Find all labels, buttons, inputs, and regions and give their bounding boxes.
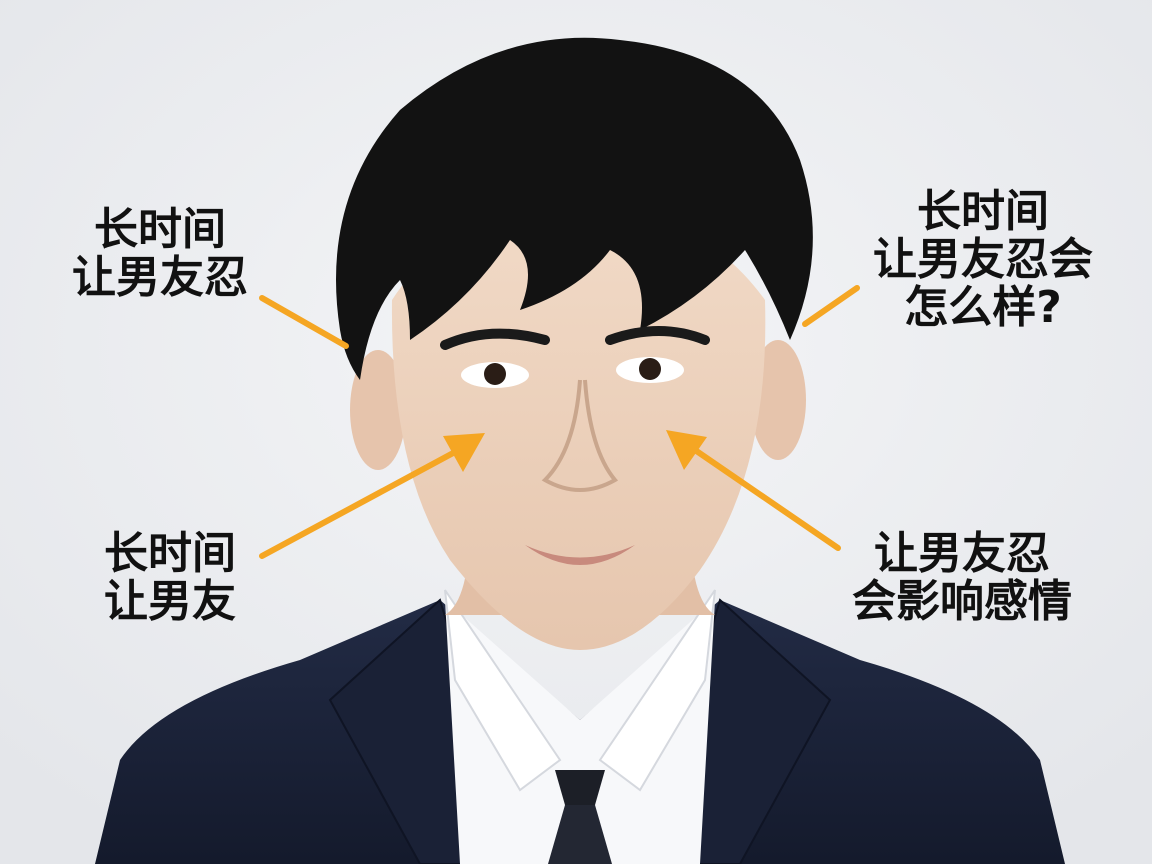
caption-top-left: 长时间 让男友忍	[55, 206, 265, 302]
caption-line: 让男友忍	[874, 528, 1050, 579]
hair	[336, 37, 813, 380]
right-eyebrow	[605, 326, 710, 345]
caption-line: 让男友忍	[72, 252, 248, 303]
face	[391, 205, 766, 650]
caption-line: 让男友忍会	[873, 234, 1093, 285]
left-ear	[350, 350, 406, 470]
caption-bottom-right: 让男友忍 会影响感情	[832, 530, 1092, 626]
collar-right	[598, 589, 716, 792]
tie-knot	[555, 770, 605, 805]
tie	[548, 805, 612, 864]
collar-left	[444, 589, 562, 792]
caption-top-right: 长时间 让男友忍会 怎么样?	[858, 188, 1108, 332]
caption-bottom-left: 长时间 让男友	[75, 530, 265, 626]
caption-line: 怎么样?	[904, 282, 1062, 333]
nose	[541, 379, 619, 492]
caption-line: 会影响感情	[852, 576, 1072, 627]
mouth	[525, 545, 635, 565]
caption-line: 长时间	[104, 528, 236, 579]
caption-line: 长时间	[917, 186, 1049, 237]
left-iris	[484, 363, 506, 385]
caption-line: 让男友	[104, 576, 236, 627]
shirt	[445, 600, 715, 864]
right-ear	[750, 340, 806, 460]
right-iris	[639, 358, 661, 380]
caption-line: 长时间	[94, 204, 226, 255]
left-eyebrow	[440, 328, 550, 350]
